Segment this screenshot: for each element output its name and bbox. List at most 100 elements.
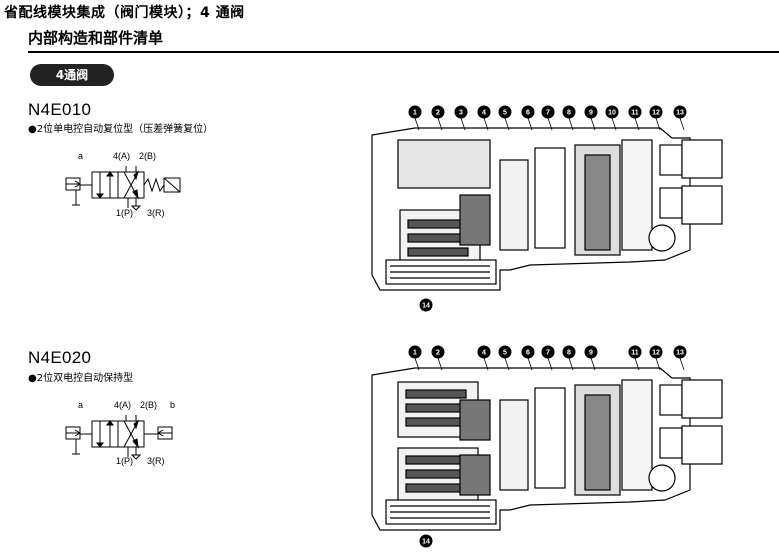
callout-label-14: 14	[422, 303, 430, 310]
port-label-4a: 4(A)	[113, 151, 131, 161]
callout-label-1: 1	[413, 110, 417, 117]
callout-leader-5	[504, 117, 510, 131]
callout-label-2: 2	[436, 110, 440, 117]
callout-marker-10	[605, 105, 619, 119]
port-label-a: a	[78, 151, 84, 161]
callout-leader-5	[504, 357, 510, 371]
callout-marker-11	[628, 105, 642, 119]
callout-leader-1	[414, 357, 420, 371]
callout-leader-9	[590, 117, 596, 131]
callout-label-9: 9	[589, 110, 593, 117]
callout-leader-6	[527, 117, 533, 131]
callout-marker-2	[431, 345, 445, 359]
callout-label-12: 12	[652, 350, 660, 357]
callout-label-11: 11	[631, 350, 639, 357]
callout-marker-7	[541, 105, 555, 119]
callout-label-13: 13	[676, 110, 684, 117]
callout-label-9: 9	[589, 350, 593, 357]
callout-marker-9	[584, 345, 598, 359]
callout-label-6: 6	[526, 350, 530, 357]
model-name-2: N4E020	[28, 348, 92, 367]
port-label-1p: 1(P)	[116, 456, 134, 466]
port-label-4a: 4(A)	[114, 400, 132, 410]
callout-marker-8	[562, 345, 576, 359]
section-subtitle: 内部构造和部件清单	[28, 29, 164, 47]
model-description-2: ●2位双电控自动保持型	[28, 373, 134, 384]
callout-marker-5	[498, 345, 512, 359]
callout-leader-2	[437, 117, 443, 131]
callout-marker-3	[454, 105, 468, 119]
callout-label-4: 4	[482, 350, 486, 357]
callout-leader-13	[679, 117, 685, 131]
callout-label-13: 13	[676, 350, 684, 357]
callout-marker-12	[649, 345, 663, 359]
divider	[28, 51, 779, 53]
callout-leader-3	[460, 117, 466, 131]
callout-label-5: 5	[503, 110, 507, 117]
port-label-2b: 2(B)	[140, 400, 158, 410]
callout-marker-13	[673, 345, 687, 359]
callout-leader-12	[655, 117, 661, 131]
callout-label-3: 3	[459, 110, 463, 117]
callout-label-1: 1	[413, 350, 417, 357]
callout-label-14: 14	[422, 539, 430, 546]
callout-label-5: 5	[503, 350, 507, 357]
callout-leader-8	[568, 117, 574, 131]
port-label-1p: 1(P)	[116, 208, 134, 218]
valve-symbol-icon	[65, 415, 173, 460]
callout-leader-9	[590, 357, 596, 371]
callout-label-11: 11	[631, 110, 639, 117]
pneumatic-symbol-1: a 4(A) 2(B) 1(P) 3(R)	[50, 148, 190, 223]
port-label-a: a	[78, 400, 84, 410]
callout-marker-1	[408, 345, 422, 359]
callout-leader-2	[437, 357, 443, 371]
callout-marker-7	[541, 345, 555, 359]
callout-label-4: 4	[482, 110, 486, 117]
callout-marker-11	[628, 345, 642, 359]
callout-marker-4	[477, 105, 491, 119]
callout-leader-8	[568, 357, 574, 371]
callout-label-8: 8	[567, 110, 571, 117]
callout-leader-11	[634, 357, 640, 371]
port-label-3r: 3(R)	[147, 208, 165, 218]
callout-marker-13	[673, 105, 687, 119]
port-label-3r: 3(R)	[147, 456, 165, 466]
callout-label-2: 2	[436, 350, 440, 357]
valve-symbol-icon	[65, 166, 181, 211]
callout-marker-5	[498, 105, 512, 119]
callout-marker-12	[649, 105, 663, 119]
callout-marker-4	[477, 345, 491, 359]
callout-marker-2	[431, 105, 445, 119]
callout-marker-6	[521, 345, 535, 359]
callout-label-8: 8	[567, 350, 571, 357]
callout-label-12: 12	[652, 110, 660, 117]
callout-marker-9	[584, 105, 598, 119]
model-name-1: N4E010	[28, 100, 92, 119]
callout-leader-11	[634, 117, 640, 131]
callout-leader-7	[547, 357, 553, 371]
callout-label-7: 7	[546, 350, 550, 357]
callout-leader-10	[611, 117, 617, 131]
page-title: 省配线模块集成（阀门模块）；4 通阀	[4, 5, 245, 21]
callout-leader-4	[483, 117, 489, 131]
callout-marker-6	[521, 105, 535, 119]
callout-marker-8	[562, 105, 576, 119]
callout-leader-6	[527, 357, 533, 371]
pneumatic-symbol-2: a 4(A) 2(B) b 1(P) 3(R)	[50, 397, 190, 472]
callout-leader-4	[483, 357, 489, 371]
callout-label-10: 10	[608, 110, 616, 117]
callout-marker-14	[419, 298, 433, 312]
callout-leader-12	[655, 357, 661, 371]
callout-leader-13	[679, 357, 685, 371]
callout-label-6: 6	[526, 110, 530, 117]
model-description-1: ●2位单电控自动复位型（压差弹簧复位）	[28, 124, 214, 135]
callout-label-7: 7	[546, 110, 550, 117]
callout-marker-14	[419, 534, 433, 548]
callout-leader-1	[414, 117, 420, 131]
port-label-2b: 2(B)	[139, 151, 157, 161]
callout-leader-7	[547, 117, 553, 131]
callout-marker-1	[408, 105, 422, 119]
port-label-b: b	[170, 400, 176, 410]
